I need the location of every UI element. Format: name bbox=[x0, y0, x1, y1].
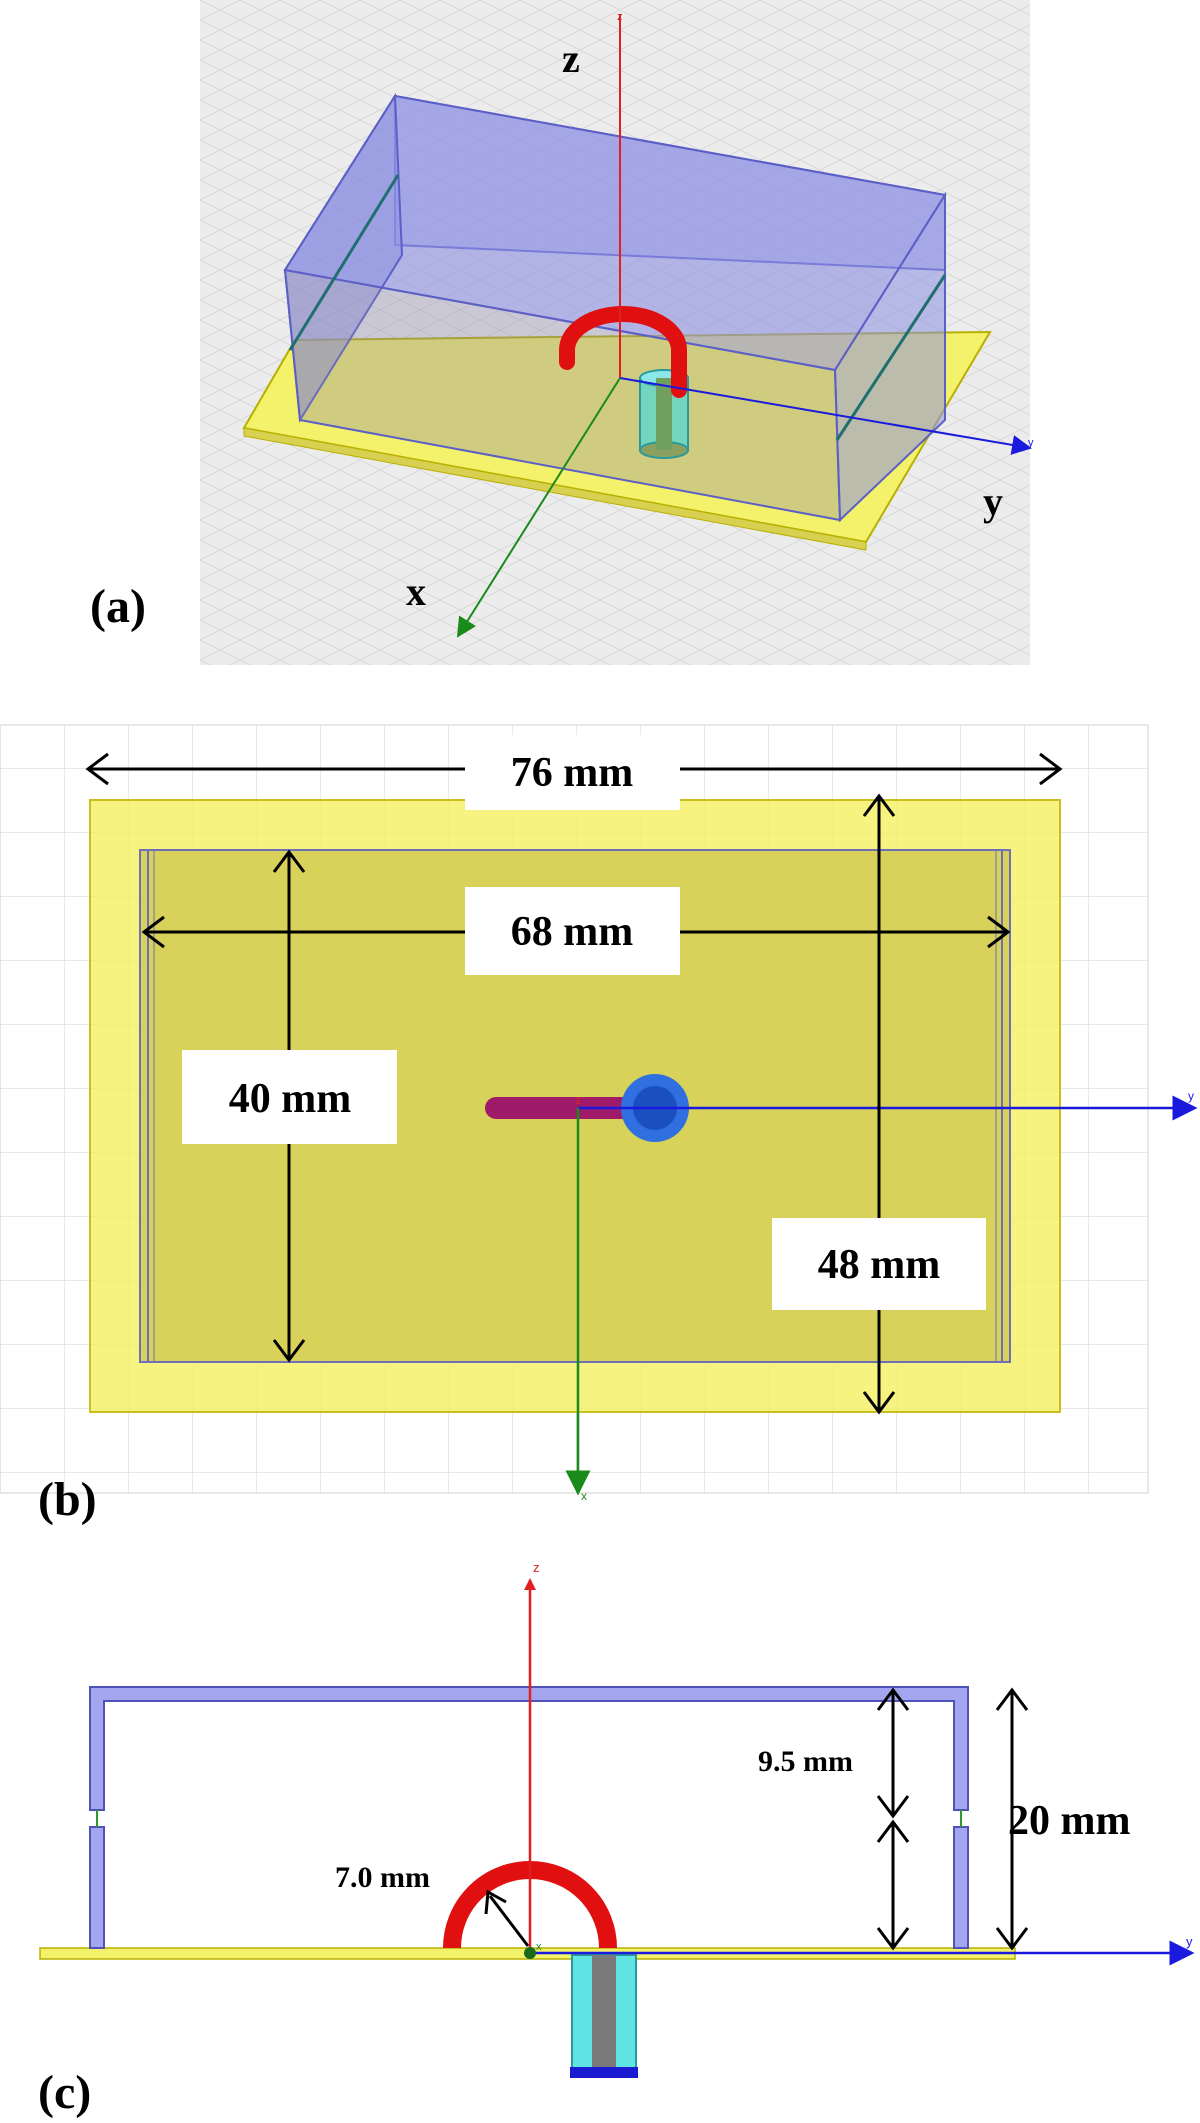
dim-arrow-20-heads bbox=[995, 1687, 1029, 1951]
z-axis-label: z bbox=[562, 36, 580, 81]
dim-arrow-68-heads bbox=[141, 915, 1011, 949]
panel-b-label: (b) bbox=[38, 1473, 97, 1526]
label-box-76 bbox=[465, 735, 680, 810]
dim-label-76: 76 mm bbox=[511, 750, 633, 796]
dim-arrow-lower-heads bbox=[876, 1819, 910, 1951]
dim-arrow-76-heads bbox=[85, 752, 1063, 786]
x-tick-top: x bbox=[581, 1489, 587, 1503]
label-box-40 bbox=[182, 1050, 397, 1144]
panel-c-label: (c) bbox=[38, 2066, 91, 2119]
dim-label-9-5: 9.5 mm bbox=[758, 1745, 853, 1778]
z-tick-side: z bbox=[533, 1560, 540, 1575]
label-box-68 bbox=[465, 887, 680, 975]
z-tick-top: z bbox=[575, 1093, 581, 1107]
dim-label-20: 20 mm bbox=[1008, 1798, 1130, 1844]
x-tick-side: x bbox=[536, 1941, 542, 1953]
dim-arrow-40-heads bbox=[272, 849, 306, 1363]
dim-label-48: 48 mm bbox=[818, 1242, 940, 1288]
coax-inner-side bbox=[592, 1955, 616, 2073]
radius-arrow-head bbox=[484, 1889, 507, 1915]
cover-right-gap bbox=[835, 274, 947, 441]
x-axis-label: x bbox=[406, 569, 426, 614]
dim-arrow-48-heads bbox=[862, 793, 896, 1415]
dim-arrow-9-5-heads bbox=[876, 1687, 910, 1819]
y-axis bbox=[619, 377, 1032, 455]
radius-arrow bbox=[488, 1895, 530, 1947]
x-axis bbox=[456, 377, 621, 638]
label-box-48 bbox=[772, 1218, 986, 1310]
loop-conductor bbox=[559, 306, 687, 398]
dim-label-40: 40 mm bbox=[229, 1076, 351, 1122]
substrate-edge bbox=[243, 427, 867, 551]
panel-c: z y x 9.5 mm 20 mm 7.0 mm (c) bbox=[38, 1560, 1195, 2119]
panel-b: y x z 76 mm 68 mm 40 mm 48 mm (b) bbox=[0, 724, 1198, 1526]
coax-flange bbox=[570, 2067, 638, 2078]
y-axis-label: y bbox=[983, 479, 1003, 524]
cover-left-lower-wall bbox=[89, 1826, 105, 1949]
cover-left-gap bbox=[288, 174, 400, 351]
coax-inner bbox=[656, 378, 672, 450]
cover-right-lower-wall bbox=[953, 1826, 969, 1949]
height-dimension-arrows bbox=[876, 1687, 1029, 1951]
y-tick-side: y bbox=[1186, 1934, 1193, 1949]
y-tick-top: y bbox=[1188, 1089, 1194, 1103]
y-tick-label: y bbox=[1028, 437, 1034, 449]
dim-label-68: 68 mm bbox=[511, 909, 633, 955]
dimension-arrows bbox=[85, 752, 1063, 1415]
cover-top-profile bbox=[89, 1686, 969, 1811]
panel-a-label: (a) bbox=[90, 580, 146, 633]
z-tick-label: z bbox=[617, 11, 623, 23]
panel-a: z y z y x (a) bbox=[90, 0, 1034, 665]
origin-marker bbox=[524, 1947, 536, 1959]
dim-label-7-0: 7.0 mm bbox=[335, 1861, 430, 1894]
cover-front-face bbox=[283, 268, 842, 522]
z-axis-side-head bbox=[524, 1578, 536, 1590]
